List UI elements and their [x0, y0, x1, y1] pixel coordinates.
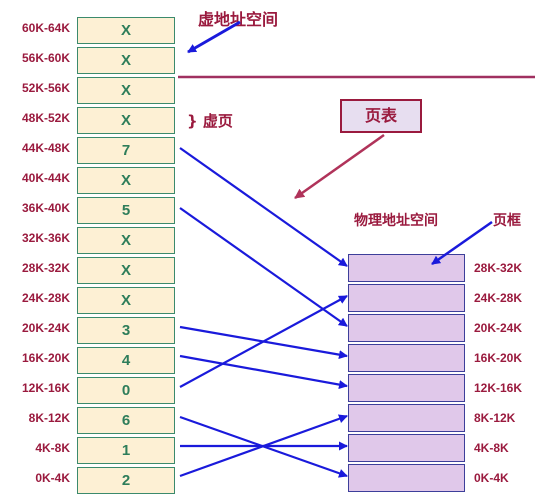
physical-frame-cell — [348, 284, 465, 312]
virtual-range-label: 52K-56K — [21, 81, 70, 95]
virtual-page-cell: X — [77, 47, 175, 74]
mapping-arrow-5 — [179, 207, 348, 327]
virtual-page-cell: X — [77, 257, 175, 284]
physical-frame-cell — [348, 464, 465, 492]
virtual-range-label: 44K-48K — [21, 141, 70, 155]
physical-space-caption: 物理地址空间 — [354, 213, 438, 229]
page-mapping-arrows — [179, 147, 348, 478]
virtual-range-label: 8K-12K — [28, 411, 70, 425]
virtual-page-cell: 0 — [77, 377, 175, 404]
virtual-range-label: 56K-60K — [21, 51, 70, 65]
page-frame-pointer-arrow — [431, 220, 493, 266]
mapping-arrow-7 — [179, 147, 348, 267]
virtual-page-cell: 7 — [77, 137, 175, 164]
virtual-range-label: 28K-32K — [21, 261, 70, 275]
virtual-range-label: 60K-64K — [21, 21, 70, 35]
physical-range-label: 28K-32K — [474, 261, 523, 275]
virtual-page-cell: 1 — [77, 437, 175, 464]
virtual-page-cell: 3 — [77, 317, 175, 344]
physical-frame-cell — [348, 404, 465, 432]
physical-range-label: 12K-16K — [474, 381, 523, 395]
physical-range-label: 0K-4K — [474, 471, 509, 485]
virtual-range-label: 12K-16K — [21, 381, 70, 395]
physical-frame-cell — [348, 314, 465, 342]
physical-range-label: 20K-24K — [474, 321, 523, 335]
physical-frame-cell — [348, 374, 465, 402]
virtual-page-cell: X — [77, 17, 175, 44]
virtual-range-label: 48K-52K — [21, 111, 70, 125]
virtual-page-cell: X — [77, 77, 175, 104]
physical-range-label: 16K-20K — [474, 351, 523, 365]
virtual-range-label: 40K-44K — [21, 171, 70, 185]
physical-frame-cell — [348, 344, 465, 372]
virtual-page-caption: } 虚页 — [187, 112, 233, 130]
mapping-arrow-4 — [179, 354, 348, 390]
virtual-range-label: 36K-40K — [21, 201, 70, 215]
virtual-page-cell: 6 — [77, 407, 175, 434]
page-table-pointer-arrow — [294, 133, 385, 200]
virtual-range-label: 16K-20K — [21, 351, 70, 365]
virtual-space-caption: 虚地址空间 — [198, 10, 279, 29]
virtual-page-cell: X — [77, 227, 175, 254]
physical-range-label: 4K-8K — [474, 441, 509, 455]
virtual-range-label: 32K-36K — [21, 231, 70, 245]
virtual-page-cell: X — [77, 167, 175, 194]
virtual-space-pointer-arrow — [187, 20, 241, 54]
virtual-range-label: 20K-24K — [21, 321, 70, 335]
virtual-page-cell: 4 — [77, 347, 175, 374]
virtual-range-label: 24K-28K — [21, 291, 70, 305]
virtual-range-label: 0K-4K — [35, 471, 70, 485]
physical-frame-cell — [348, 434, 465, 462]
virtual-page-cell: X — [77, 107, 175, 134]
physical-frame-cell — [348, 254, 465, 282]
virtual-page-cell: 5 — [77, 197, 175, 224]
page-table-box: 页表 — [340, 99, 422, 133]
virtual-range-label: 4K-8K — [35, 441, 70, 455]
page-frame-caption: 页框 — [493, 213, 521, 229]
mapping-arrow-2 — [179, 414, 348, 478]
physical-range-label: 8K-12K — [474, 411, 516, 425]
virtual-page-cell: X — [77, 287, 175, 314]
mapping-arrow-0 — [179, 295, 348, 388]
physical-range-label: 24K-28K — [474, 291, 523, 305]
